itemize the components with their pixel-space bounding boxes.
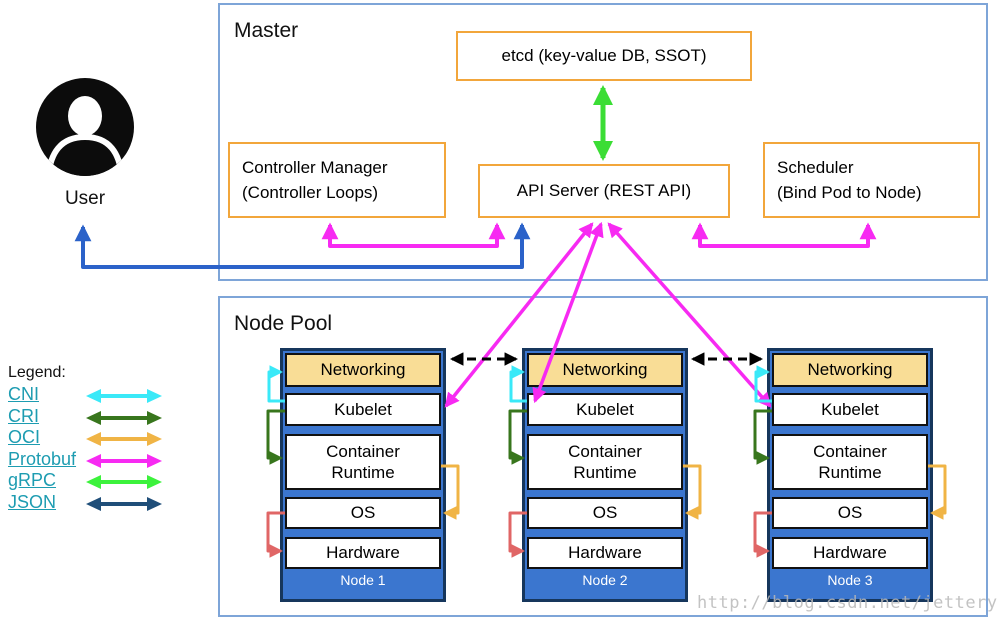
legend-link-cni[interactable]: CNI <box>8 384 39 404</box>
etcd-label: etcd (key-value DB, SSOT) <box>501 46 707 65</box>
oci-arrow-head-left <box>86 432 101 446</box>
controller-manager-label-line2: (Controller Loops) <box>242 183 379 202</box>
node-2-kubelet: Kubelet <box>527 393 683 426</box>
grpc-arrow-icon <box>86 475 162 489</box>
scheduler-label-line2: (Bind Pod to Node) <box>777 183 922 202</box>
user-icon-shoulders <box>44 133 126 176</box>
legend-link-cri[interactable]: CRI <box>8 406 39 426</box>
node-1-kubelet: Kubelet <box>285 393 441 426</box>
cni-arrow-icon <box>86 389 162 403</box>
scheduler-box: Scheduler (Bind Pod to Node) <box>763 142 980 218</box>
node-3-kubelet: Kubelet <box>772 393 928 426</box>
node-1-container-runtime: Container Runtime <box>285 434 441 490</box>
node-2: Networking Kubelet Container Runtime OS … <box>522 348 688 602</box>
legend-link-grpc[interactable]: gRPC <box>8 470 57 490</box>
etcd-box: etcd (key-value DB, SSOT) <box>456 31 752 81</box>
legend-link-json[interactable]: JSON <box>8 492 57 512</box>
protobuf-arrow-head-left <box>86 454 101 468</box>
node-3-name: Node 3 <box>827 572 873 588</box>
node-3-os: OS <box>772 497 928 529</box>
api-server-label: API Server (REST API) <box>516 181 692 200</box>
scheduler-label-line1: Scheduler <box>777 158 854 177</box>
cri-arrow-head-left <box>86 411 101 425</box>
watermark: http://blog.csdn.net/jettery <box>697 593 998 613</box>
oci-arrow-head-right <box>147 432 162 446</box>
node-1-name: Node 1 <box>340 572 386 588</box>
legend-row-json: JSON <box>8 492 162 514</box>
api-server-box: API Server (REST API) <box>478 164 730 218</box>
controller-manager-box: Controller Manager (Controller Loops) <box>228 142 446 218</box>
controller-manager-label-line1: Controller Manager <box>242 158 388 177</box>
legend-row-grpc: gRPC <box>8 470 162 492</box>
node-1-os: OS <box>285 497 441 529</box>
legend-row-protobuf: Protobuf <box>8 449 162 471</box>
legend-row-cni: CNI <box>8 384 162 406</box>
node-2-networking: Networking <box>527 353 683 387</box>
node-3-hardware: Hardware <box>772 537 928 569</box>
node-2-os: OS <box>527 497 683 529</box>
json-arrow-icon <box>86 497 162 511</box>
cri-arrow-icon <box>86 411 162 425</box>
node-2-name: Node 2 <box>582 572 628 588</box>
protobuf-arrow-head-right <box>147 454 162 468</box>
legend-link-oci[interactable]: OCI <box>8 427 41 447</box>
node-1: Networking Kubelet Container Runtime OS … <box>280 348 446 602</box>
legend-row-oci: OCI <box>8 427 162 449</box>
legend-link-protobuf[interactable]: Protobuf <box>8 449 77 469</box>
json-arrow-head-left <box>86 497 101 511</box>
grpc-arrow-head-left <box>86 475 101 489</box>
node-2-container-runtime: Container Runtime <box>527 434 683 490</box>
grpc-arrow-head-right <box>147 475 162 489</box>
node-3-container-runtime: Container Runtime <box>772 434 928 490</box>
user-icon-head <box>68 96 102 136</box>
cni-arrow-head-left <box>86 389 101 403</box>
cni-arrow-head-right <box>147 389 162 403</box>
user-icon <box>36 78 134 176</box>
oci-arrow-icon <box>86 432 162 446</box>
legend-title: Legend: <box>8 364 66 381</box>
cri-arrow-head-right <box>147 411 162 425</box>
user-label: User <box>64 188 106 209</box>
master-title: Master <box>234 19 299 42</box>
legend-row-cri: CRI <box>8 406 162 428</box>
node-3-networking: Networking <box>772 353 928 387</box>
node-1-hardware: Hardware <box>285 537 441 569</box>
node-2-hardware: Hardware <box>527 537 683 569</box>
protobuf-arrow-icon <box>86 454 162 468</box>
node-pool-title: Node Pool <box>234 312 333 335</box>
node-3: Networking Kubelet Container Runtime OS … <box>767 348 933 602</box>
node-1-networking: Networking <box>285 353 441 387</box>
json-arrow-head-right <box>147 497 162 511</box>
